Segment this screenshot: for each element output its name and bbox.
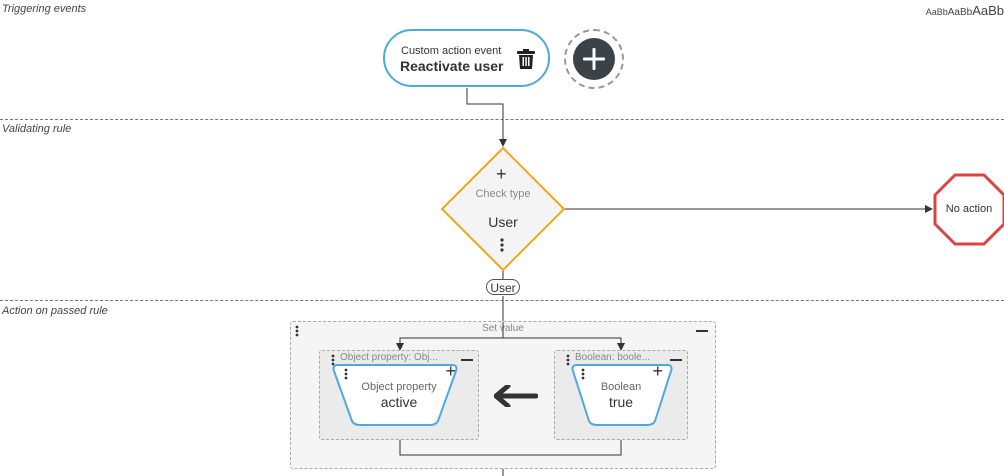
connector-event-to-rule xyxy=(466,88,507,147)
right-operand-trapezoid xyxy=(571,364,673,426)
section-divider xyxy=(0,119,1004,120)
event-type-label: Custom action event xyxy=(401,45,502,57)
add-event-button[interactable] xyxy=(564,29,624,89)
section-label-triggering-events: Triggering events xyxy=(2,3,87,15)
right-value: true xyxy=(608,394,634,410)
right-operand-block[interactable]: Boolean: boole... + Boolean true xyxy=(554,350,688,440)
rule-value: User xyxy=(488,214,518,230)
add-event-circle[interactable] xyxy=(573,38,615,80)
event-node[interactable]: Custom action event Reactivate user xyxy=(383,29,550,87)
left-value-type-label: Object property xyxy=(361,381,437,393)
set-value-connectors xyxy=(396,322,625,456)
collapse-minus-icon[interactable] xyxy=(696,330,708,332)
no-action-label: No action xyxy=(945,203,993,215)
rule-menu-dots-icon[interactable] xyxy=(500,238,504,252)
left-value-plus-icon[interactable]: + xyxy=(445,361,456,381)
assign-arrow-left-icon xyxy=(494,385,538,407)
connector-split xyxy=(399,337,622,350)
font-sample-small: AaBb xyxy=(925,7,948,17)
right-operand-menu-dots-icon[interactable] xyxy=(566,354,570,366)
font-sample-medium: AaBb xyxy=(947,7,973,18)
trash-icon[interactable] xyxy=(517,49,535,69)
right-operand-header: Boolean: boole... xyxy=(575,352,651,363)
font-size-sample: AaBbAaBbAaBb xyxy=(926,2,1004,20)
right-operand-collapse-icon[interactable] xyxy=(670,359,682,361)
rule-type-label: Check type xyxy=(475,188,531,200)
left-value-menu-dots-icon[interactable] xyxy=(344,368,348,380)
left-value: active xyxy=(380,394,418,410)
section-label-action-on-passed-rule: Action on passed rule xyxy=(2,305,108,317)
left-operand-block[interactable]: Object property: Obj... + Object propert… xyxy=(319,350,479,440)
right-value-type-label: Boolean xyxy=(600,381,642,393)
connector-join xyxy=(399,440,622,456)
left-operand-collapse-icon[interactable] xyxy=(461,359,473,361)
rule-add-plus-icon[interactable]: + xyxy=(496,164,507,184)
no-action-octagon xyxy=(933,173,1004,246)
branch-label[interactable]: User xyxy=(486,279,520,295)
section-divider xyxy=(0,300,1004,301)
font-sample-large: AaBb xyxy=(972,3,1004,18)
rule-diamond xyxy=(441,147,565,271)
left-operand-header: Object property: Obj... xyxy=(340,352,438,363)
right-value-menu-dots-icon[interactable] xyxy=(581,368,585,380)
right-value-plus-icon[interactable]: + xyxy=(652,361,663,381)
left-operand-menu-dots-icon[interactable] xyxy=(331,354,335,366)
section-label-validating-rule: Validating rule xyxy=(2,123,72,135)
set-value-menu-dots-icon[interactable] xyxy=(295,325,299,337)
plus-icon xyxy=(583,48,605,70)
event-name: Reactivate user xyxy=(400,58,504,74)
left-operand-trapezoid xyxy=(332,364,458,426)
